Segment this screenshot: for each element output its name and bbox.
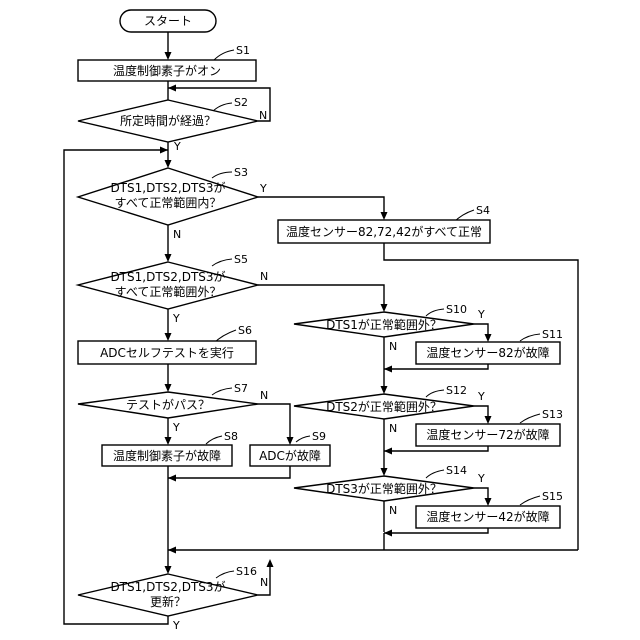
s14-no-label: N [389, 504, 397, 517]
s2-yes-label: Y [173, 140, 181, 153]
s6-label: ADCセルフテストを実行 [100, 345, 234, 360]
s11-label: 温度センサー82が故障 [426, 345, 549, 360]
s15-label: 温度センサー42が故障 [426, 509, 549, 524]
s13-tag: S13 [542, 408, 563, 421]
s15-tag: S15 [542, 490, 563, 503]
s16-no-label: N [260, 576, 268, 589]
s12-yes-label: Y [477, 390, 485, 403]
step-s11: 温度センサー82が故障 S11 [416, 328, 563, 364]
s4-label: 温度センサー82,72,42がすべて正常 [286, 224, 482, 239]
step-s6: ADCセルフテストを実行 S6 [78, 324, 256, 364]
s2-tag: S2 [234, 96, 248, 109]
s14-yes-label: Y [477, 472, 485, 485]
s3-label-line1: DTS1,DTS2,DTS3が [110, 180, 225, 195]
s3-label-line2: すべて正常範囲内？ [115, 195, 222, 210]
s7-tag: S7 [234, 382, 248, 395]
s12-tag: S12 [446, 384, 467, 397]
decision-s16: DTS1,DTS2,DTS3が 更新？ S16 N Y [78, 565, 268, 632]
s4-tag: S4 [476, 204, 490, 217]
s16-yes-label: Y [172, 619, 180, 632]
s12-label: DTS2が正常範囲外？ [326, 399, 442, 414]
s3-tag: S3 [234, 166, 248, 179]
decision-s3: DTS1,DTS2,DTS3が すべて正常範囲内？ S3 Y N [78, 166, 267, 241]
start-terminal: スタート [120, 10, 216, 32]
s5-no-label: N [260, 270, 268, 283]
s2-label: 所定時間が経過？ [120, 113, 216, 128]
s7-yes-label: Y [172, 421, 180, 434]
s7-no-label: N [260, 389, 268, 402]
s16-label-line2: 更新？ [150, 594, 186, 609]
s8-label: 温度制御素子が故障 [113, 448, 221, 463]
s16-tag: S16 [236, 565, 257, 578]
s14-label: DTS3が正常範囲外？ [326, 481, 442, 496]
s5-yes-label: Y [172, 312, 180, 325]
s13-label: 温度センサー72が故障 [426, 427, 549, 442]
step-s1: 温度制御素子がオン S1 [78, 44, 256, 81]
s2-no-label: N [259, 109, 267, 122]
s12-no-label: N [389, 422, 397, 435]
s9-label: ADCが故障 [259, 448, 321, 463]
s8-tag: S8 [224, 430, 238, 443]
s9-tag: S9 [312, 430, 326, 443]
decision-s2: 所定時間が経過？ S2 N Y [78, 96, 267, 153]
s6-tag: S6 [238, 324, 252, 337]
decision-s7: テストがパス？ S7 N Y [78, 382, 268, 434]
step-s8: 温度制御素子が故障 S8 [102, 430, 238, 466]
s10-tag: S10 [446, 303, 467, 316]
s7-label: テストがパス？ [126, 397, 210, 412]
s16-label-line1: DTS1,DTS2,DTS3が [110, 579, 225, 594]
s14-tag: S14 [446, 464, 467, 477]
s3-yes-label: Y [259, 182, 267, 195]
start-label: スタート [144, 14, 192, 28]
s1-tag: S1 [236, 44, 250, 57]
decision-s5: DTS1,DTS2,DTS3が すべて正常範囲外？ S5 N Y [78, 253, 268, 325]
s3-no-label: N [173, 228, 181, 241]
s1-label: 温度制御素子がオン [113, 63, 221, 78]
s10-label: DTS1が正常範囲外？ [326, 317, 442, 332]
s11-tag: S11 [542, 328, 563, 341]
s10-yes-label: Y [477, 308, 485, 321]
s5-label-line1: DTS1,DTS2,DTS3が [110, 269, 225, 284]
s10-no-label: N [389, 340, 397, 353]
s5-label-line2: すべて正常範囲外？ [115, 284, 222, 299]
s5-tag: S5 [234, 253, 248, 266]
